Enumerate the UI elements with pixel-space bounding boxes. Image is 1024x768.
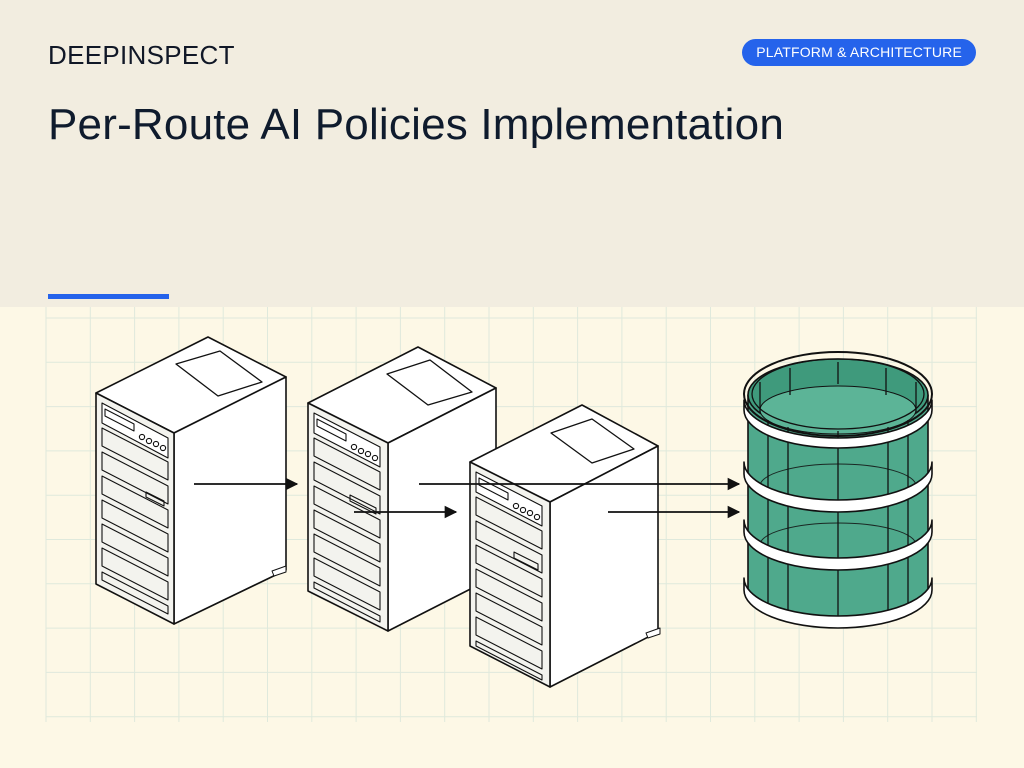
brand-logo-text: DEEPINSPECT — [48, 40, 235, 70]
page-title: Per-Route AI Policies Implementation — [48, 100, 784, 149]
server-tower-2 — [307, 346, 497, 632]
connection-arrows — [194, 477, 741, 519]
server-tower-3 — [469, 404, 661, 688]
header-panel: DEEPINSPECT PLATFORM & ARCHITECTURE Per-… — [0, 0, 1024, 307]
accent-divider — [48, 294, 169, 299]
architecture-diagram — [0, 307, 1024, 768]
category-badge[interactable]: PLATFORM & ARCHITECTURE — [742, 39, 976, 66]
server-tower-1 — [95, 336, 287, 625]
database-cylinder — [743, 351, 933, 629]
